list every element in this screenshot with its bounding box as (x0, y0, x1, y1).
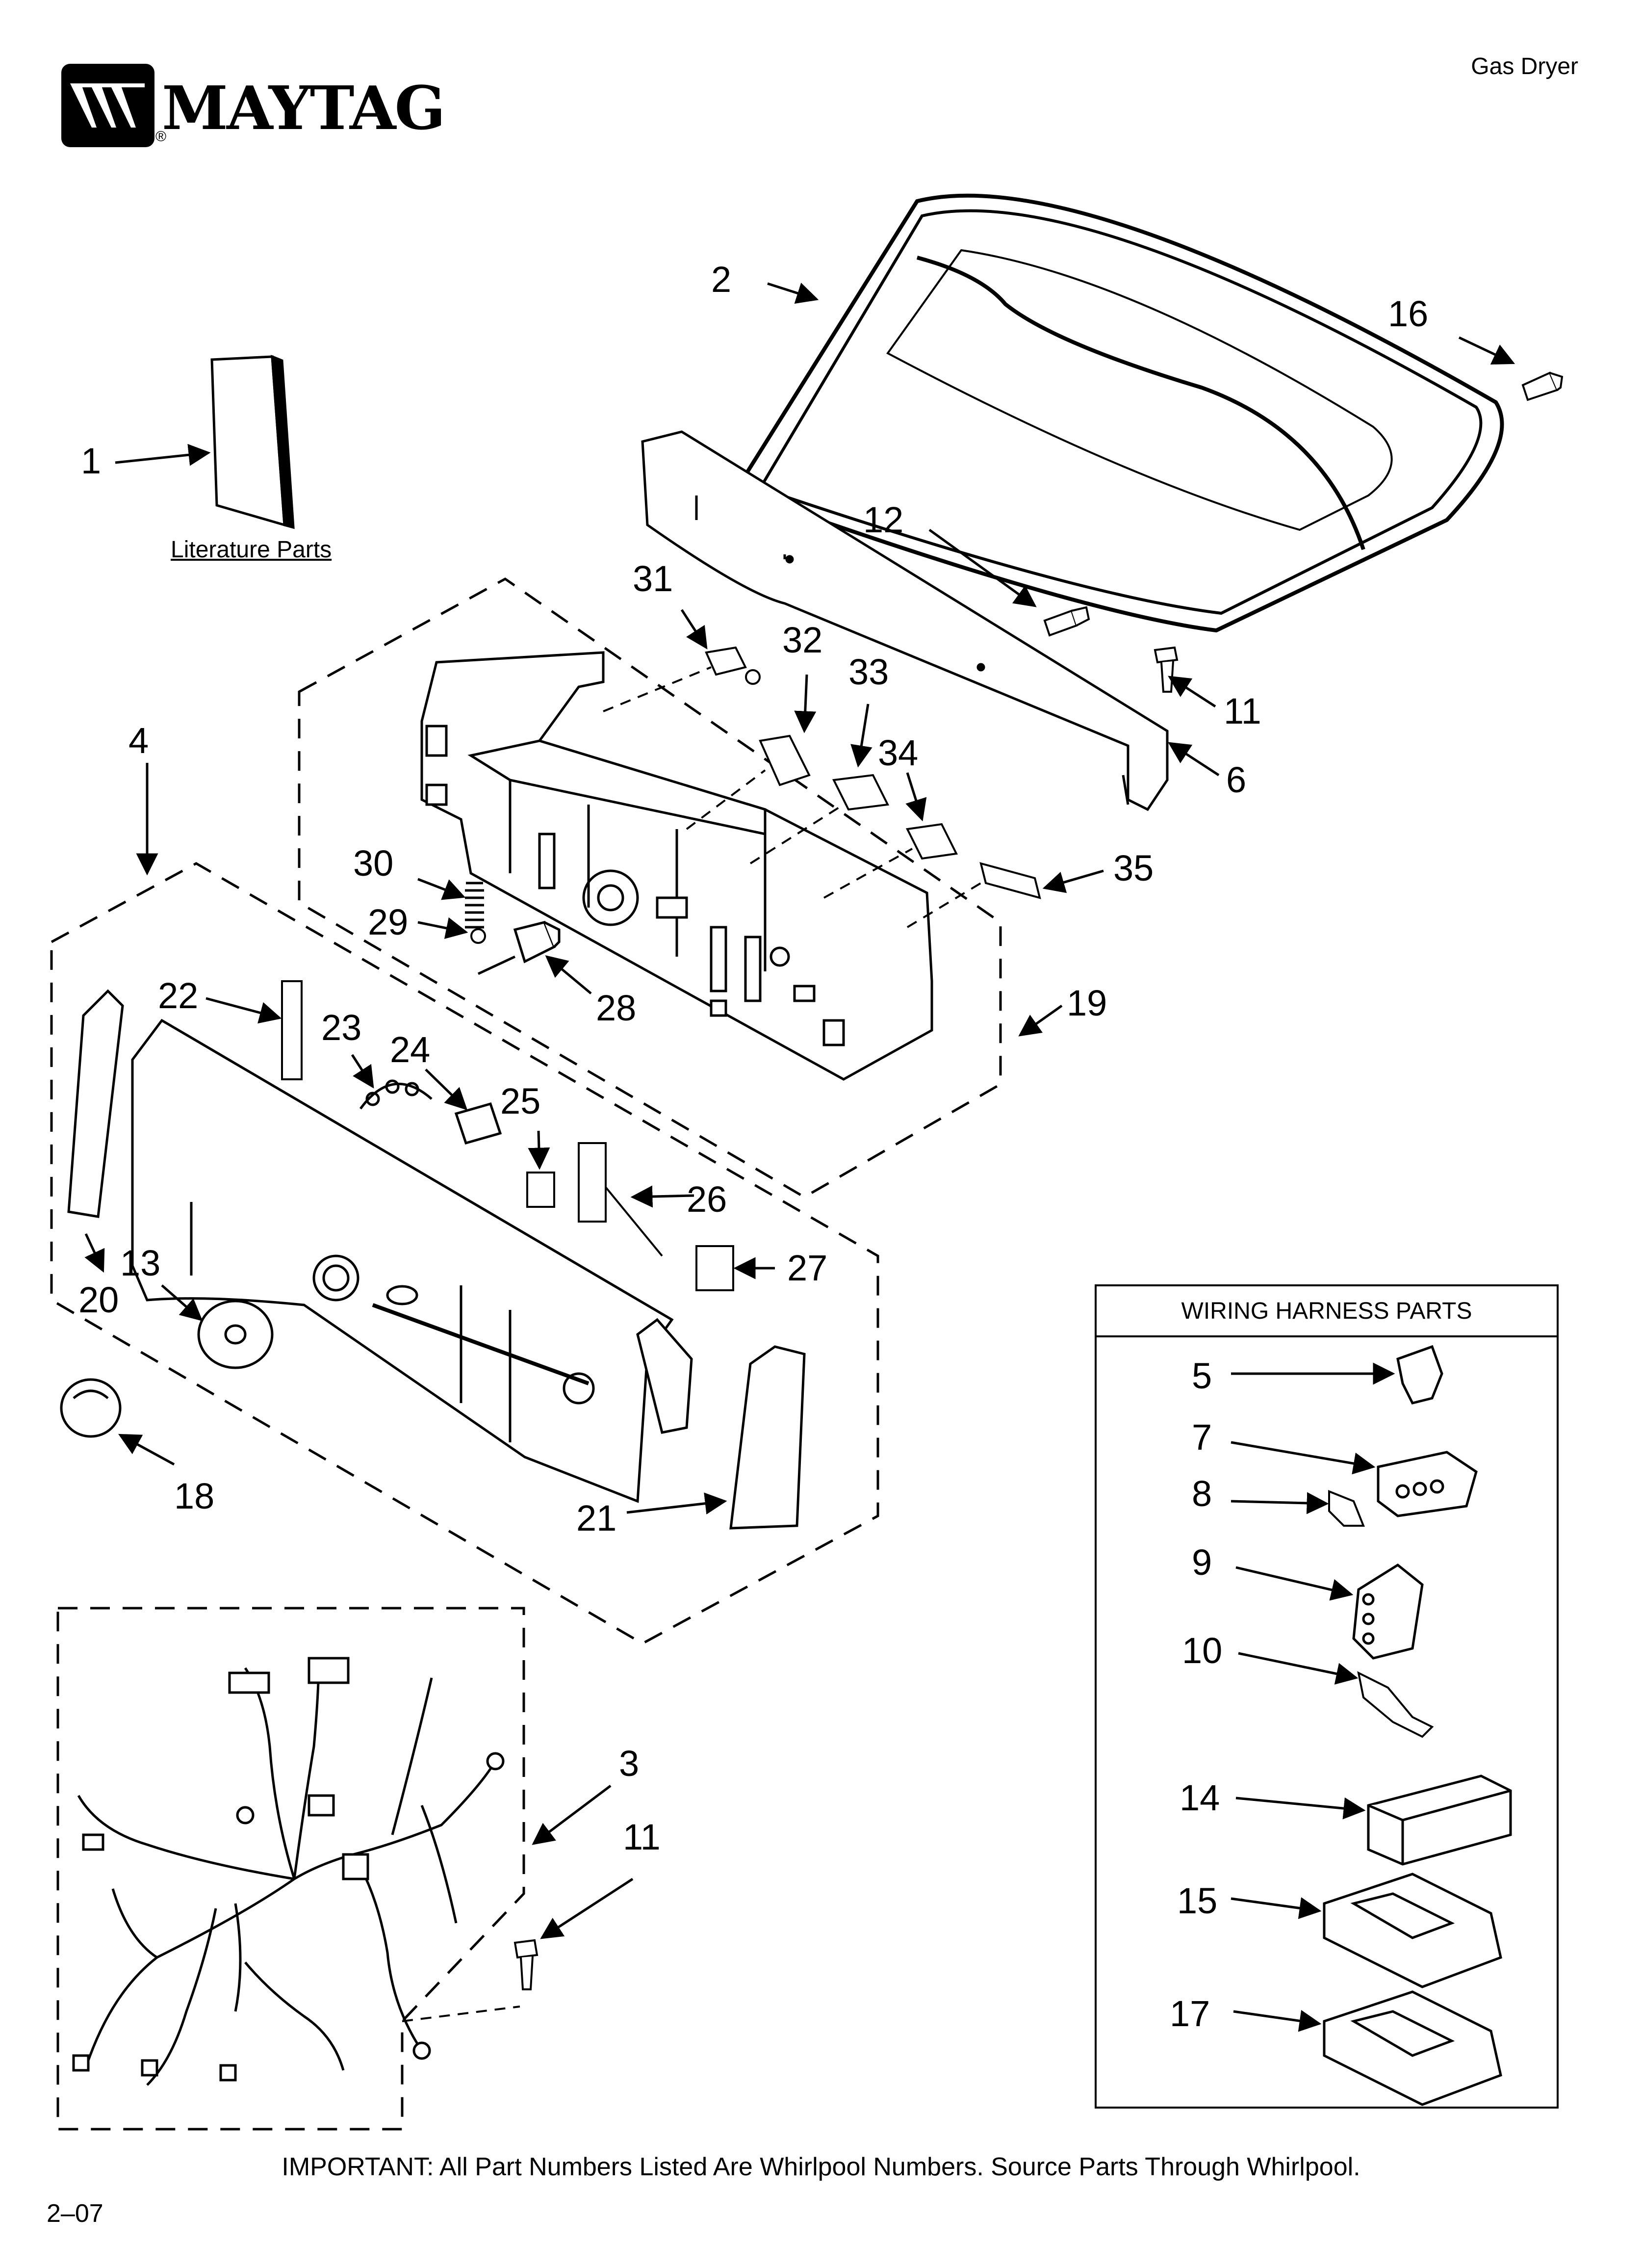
callout-15: 15 (1177, 1880, 1217, 1921)
switch-block-26-drawing (578, 1142, 663, 1257)
callout-25: 25 (500, 1081, 540, 1121)
wire-harness-group-outline (56, 1607, 525, 2131)
switch-28-drawing (477, 921, 561, 975)
callout-22: 22 (158, 975, 198, 1016)
gasket-24-drawing (454, 1102, 502, 1145)
callout-24: 24 (390, 1029, 430, 1070)
callout-5: 5 (1192, 1356, 1212, 1396)
callout-11-lower: 11 (623, 1817, 661, 1857)
callout-32: 32 (782, 620, 822, 660)
callout-20: 20 (78, 1279, 119, 1320)
encoder-23-drawing (359, 1079, 433, 1110)
wire-harness-drawing (72, 1657, 505, 2086)
callout-19: 19 (1067, 983, 1107, 1023)
callout-31: 31 (633, 558, 673, 599)
harness-part-14-drawing (1367, 1774, 1512, 1866)
ball-29-drawing (470, 928, 486, 944)
harness-part-9-drawing (1352, 1563, 1424, 1660)
brand-name: MAYTAG (162, 73, 446, 143)
important-footer-note: IMPORTANT: All Part Numbers Listed Are W… (282, 2153, 1360, 2181)
connection-dashes (603, 666, 982, 928)
connector-34-drawing (905, 823, 958, 860)
callout-14: 14 (1180, 1777, 1220, 1818)
callout-33: 33 (848, 652, 889, 692)
screw-16-drawing (1521, 371, 1564, 401)
callout-2: 2 (711, 259, 731, 300)
callout-23: 23 (321, 1007, 361, 1048)
wiring-harness-parts-box: WIRING HARNESS PARTS (1095, 1284, 1559, 2109)
callout-34: 34 (878, 732, 918, 773)
harness-part-8-drawing (1328, 1490, 1365, 1527)
registered-mark: ® (155, 129, 167, 145)
callout-17: 17 (1170, 1993, 1210, 2034)
knob-13-drawing (197, 1300, 274, 1369)
screw-12-drawing (1043, 606, 1090, 637)
harness-part-15-drawing (1323, 1873, 1502, 1988)
end-cap-20-drawing (67, 989, 124, 1218)
callout-7: 7 (1192, 1417, 1212, 1458)
switch-block-25-drawing (526, 1172, 555, 1208)
callout-30: 30 (353, 843, 393, 884)
maytag-logo-icon (61, 64, 154, 147)
page-number: 2–07 (47, 2199, 103, 2228)
harness-ground-dashes (402, 2006, 520, 2022)
harness-part-7-drawing (1377, 1451, 1478, 1517)
screw-11-lower-drawing (513, 1939, 539, 1990)
control-board-drawing (420, 651, 933, 1081)
callout-28: 28 (596, 988, 636, 1028)
dryer-top-cover-drawing (732, 193, 1504, 633)
harness-part-5-drawing (1396, 1345, 1443, 1405)
connector-33-drawing (832, 774, 890, 811)
console-panel-drawing (131, 1018, 674, 1503)
callout-8: 8 (1192, 1473, 1212, 1514)
switch-block-27-drawing (695, 1245, 734, 1291)
callout-1: 1 (81, 441, 101, 481)
harness-part-10-drawing (1357, 1671, 1434, 1738)
callout-3: 3 (619, 1743, 639, 1784)
callout-10: 10 (1182, 1630, 1222, 1671)
callout-16: 16 (1388, 293, 1428, 334)
console-group-outline (50, 862, 879, 1645)
callout-35: 35 (1113, 848, 1154, 888)
bracket-console-right-drawing (636, 1318, 693, 1434)
callout-29: 29 (368, 902, 408, 942)
callout-6: 6 (1226, 759, 1246, 800)
knob-18-drawing (60, 1378, 122, 1438)
callout-21: 21 (576, 1498, 616, 1538)
callout-13: 13 (120, 1243, 160, 1283)
literature-booklet-drawing (210, 355, 295, 529)
leader-arrows (84, 282, 1515, 2032)
callout-9: 9 (1192, 1542, 1212, 1583)
callout-18: 18 (174, 1476, 214, 1516)
maytag-logo: ® MAYTAG (61, 64, 446, 147)
connector-35-drawing (979, 862, 1041, 899)
product-type: Gas Dryer (1471, 53, 1578, 79)
callout-27: 27 (787, 1248, 827, 1288)
control-board-group-outline (298, 577, 1002, 1199)
switch-block-22-drawing (281, 980, 303, 1080)
connector-32-drawing (759, 734, 811, 786)
callout-12: 12 (863, 499, 903, 540)
harness-part-17-drawing (1323, 1990, 1502, 2106)
wiring-harness-title: WIRING HARNESS PARTS (1097, 1286, 1557, 1337)
end-cap-21-drawing (729, 1345, 806, 1530)
console-mounting-bracket-drawing (641, 430, 1169, 811)
callout-11-upper: 11 (1224, 691, 1261, 731)
callout-26: 26 (687, 1179, 727, 1220)
spring-30-drawing (465, 882, 484, 929)
callout-4: 4 (128, 720, 149, 761)
connector-31-drawing (705, 646, 761, 685)
literature-parts-label: Literature Parts (171, 537, 332, 563)
